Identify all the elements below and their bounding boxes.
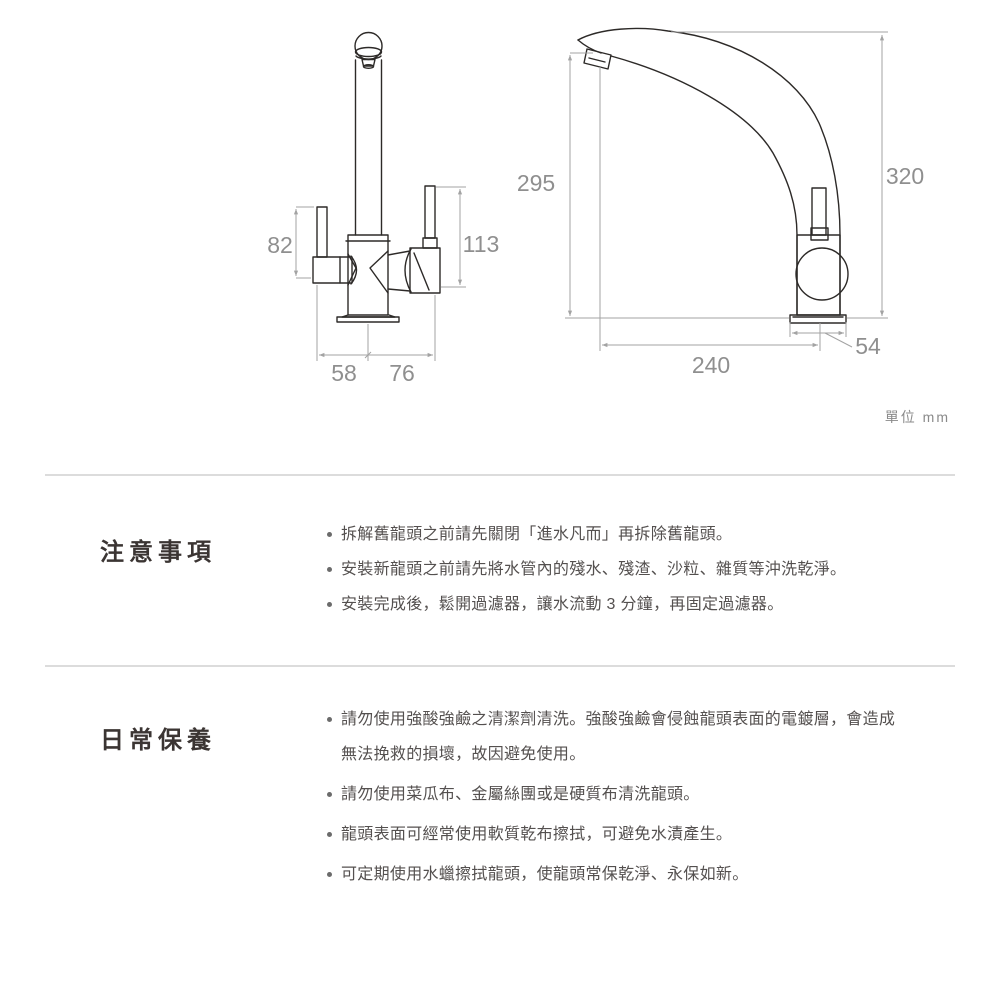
list-item: 可定期使用水蠟擦拭龍頭，使龍頭常保乾淨、永保如新。 — [325, 857, 910, 892]
dimension-label: 54 — [855, 333, 881, 359]
faucet-spout-head — [354, 31, 383, 70]
bullet-text: 龍頭表面可經常使用軟質乾布擦拭，可避免水漬產生。 — [341, 826, 733, 843]
faucet-base-flange — [336, 314, 400, 323]
list-item: 請勿使用強酸強鹼之清潔劑清洗。強酸強鹼會侵蝕龍頭表面的電鍍層，會造成無法挽救的損… — [325, 702, 910, 772]
dimension-240 — [599, 67, 821, 351]
dimension-320 — [565, 31, 888, 319]
dimension-label: 320 — [886, 163, 924, 189]
faucet-front-view-drawing: 82 113 58 76 — [267, 31, 500, 386]
care-bullet-list: 請勿使用強酸強鹼之清潔劑清洗。強酸強鹼會侵蝕龍頭表面的電鍍層，會造成無法挽救的損… — [325, 702, 910, 897]
dimension-label: 76 — [389, 360, 415, 386]
bullet-text: 安裝新龍頭之前請先將水管內的殘水、殘渣、沙粒、雜質等沖洗乾淨。 — [341, 561, 847, 578]
dimension-label: 113 — [463, 231, 500, 257]
dimension-295 — [567, 52, 593, 316]
dimension-label: 58 — [331, 360, 357, 386]
section-title-care: 日常保養 — [100, 726, 216, 754]
dimension-113 — [436, 186, 466, 288]
faucet-right-handle — [387, 185, 441, 294]
bullet-icon — [327, 792, 332, 797]
bullet-icon — [327, 832, 332, 837]
dimension-label: 240 — [692, 352, 730, 378]
bullet-text: 拆解舊龍頭之前請先關閉「進水凡而」再拆除舊龍頭。 — [341, 526, 733, 543]
list-item: 安裝完成後，鬆開過濾器，讓水流動 3 分鐘，再固定過濾器。 — [325, 587, 910, 622]
section-divider — [45, 474, 955, 476]
faucet-left-handle — [312, 206, 358, 285]
faucet-side-handle — [810, 187, 829, 241]
list-item: 安裝新龍頭之前請先將水管內的殘水、殘渣、沙粒、雜質等沖洗乾淨。 — [325, 552, 910, 587]
faucet-riser-pipe — [354, 59, 383, 236]
unit-label: 單位 mm — [884, 409, 950, 425]
faucet-side-base — [789, 314, 847, 324]
bullet-icon — [327, 567, 332, 572]
faucet-side-body — [795, 234, 849, 316]
bullet-icon — [327, 602, 332, 607]
dimension-label: 82 — [267, 232, 293, 258]
list-item: 龍頭表面可經常使用軟質乾布擦拭，可避免水漬產生。 — [325, 817, 910, 852]
section-title-notes: 注意事項 — [100, 538, 216, 566]
faucet-side-view-drawing: 295 320 240 54 — [517, 27, 924, 378]
section-divider — [45, 665, 955, 667]
dimension-58-76 — [316, 285, 436, 361]
bullet-text: 請勿使用強酸強鹼之清潔劑清洗。強酸強鹼會侵蝕龍頭表面的電鍍層，會造成無法挽救的損… — [341, 711, 896, 763]
bullet-text: 請勿使用菜瓜布、金屬絲團或是硬質布清洗龍頭。 — [341, 786, 700, 803]
notes-bullet-list: 拆解舊龍頭之前請先關閉「進水凡而」再拆除舊龍頭。 安裝新龍頭之前請先將水管內的殘… — [325, 517, 910, 622]
dimension-54 — [789, 322, 853, 348]
bullet-text: 可定期使用水蠟擦拭龍頭，使龍頭常保乾淨、永保如新。 — [341, 866, 749, 883]
bullet-text: 安裝完成後，鬆開過濾器，讓水流動 3 分鐘，再固定過濾器。 — [341, 596, 784, 613]
faucet-gooseneck-spout — [577, 27, 841, 316]
bullet-icon — [327, 717, 332, 722]
dimension-82 — [293, 206, 314, 279]
list-item: 請勿使用菜瓜布、金屬絲團或是硬質布清洗龍頭。 — [325, 777, 910, 812]
dimension-label: 295 — [517, 170, 555, 196]
list-item: 拆解舊龍頭之前請先關閉「進水凡而」再拆除舊龍頭。 — [325, 517, 910, 552]
bullet-icon — [327, 532, 332, 537]
bullet-icon — [327, 872, 332, 877]
